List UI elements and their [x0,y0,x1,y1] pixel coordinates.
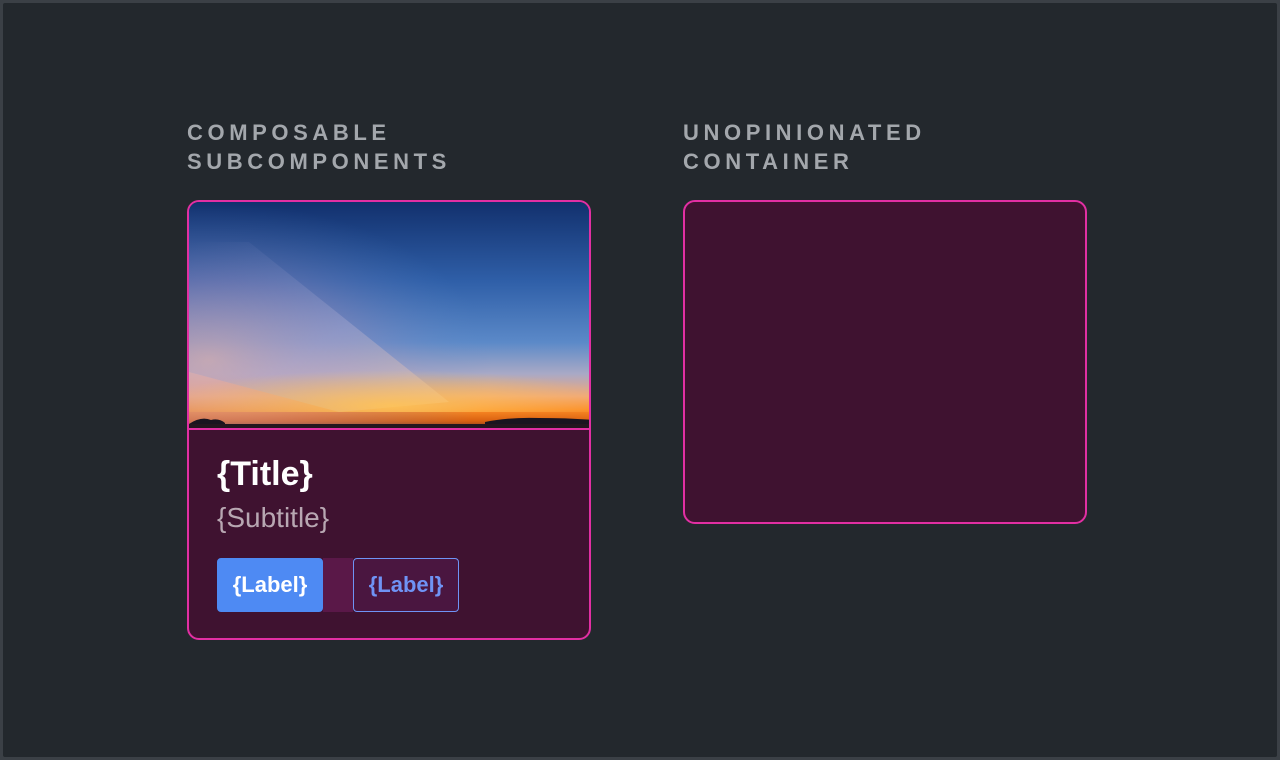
section-label-line: SUBCOMPONENTS [187,149,451,174]
section-label-line: CONTAINER [683,149,854,174]
card-body: {Title} {Subtitle} [217,454,569,535]
chip-row: {Label} {Label} [217,558,459,612]
sunset-landscape-image [189,202,589,428]
chip-gap-slot [323,558,353,612]
card-title: {Title} [217,455,313,493]
section-label-composable: COMPOSABLE SUBCOMPONENTS [187,118,451,176]
section-label-line: UNOPINIONATED [683,120,926,145]
section-label-line: COMPOSABLE [187,120,391,145]
label-chip-filled[interactable]: {Label} [217,558,323,612]
container-card[interactable] [683,200,1087,524]
section-label-container: UNOPINIONATED CONTAINER [683,118,926,176]
composable-card[interactable]: {Title} {Subtitle} {Label} {Label} [187,200,591,640]
card-subtitle: {Subtitle} [217,502,330,533]
label-chip-outlined[interactable]: {Label} [353,558,459,612]
card-media [189,202,589,430]
